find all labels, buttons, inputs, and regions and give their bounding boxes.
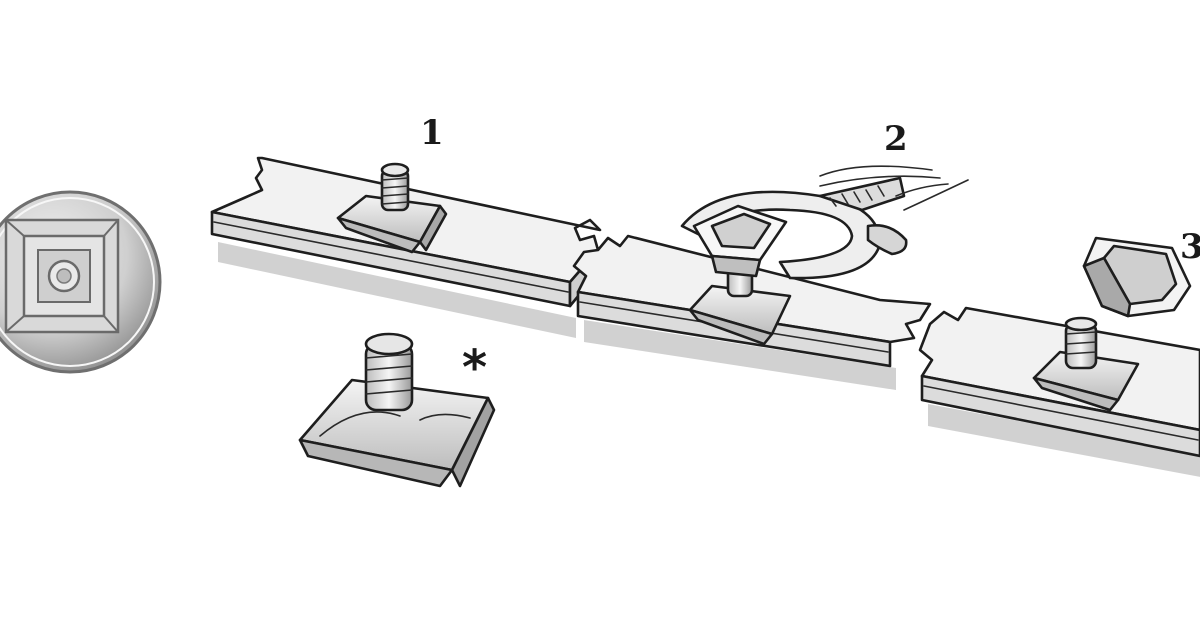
step-label-1: 1 bbox=[420, 113, 444, 153]
square-washer-badge-icon bbox=[0, 190, 162, 374]
square-cap-icon bbox=[1082, 236, 1192, 318]
threaded-stud-detail-icon bbox=[298, 332, 496, 488]
threaded-stud-3-icon bbox=[1032, 316, 1140, 412]
detail-marker: * bbox=[462, 340, 487, 396]
step-label-3: 3 bbox=[1180, 227, 1200, 267]
step-label-2: 2 bbox=[884, 119, 908, 159]
threaded-stud-icon bbox=[336, 162, 448, 254]
welding-clamp-icon bbox=[680, 165, 969, 346]
